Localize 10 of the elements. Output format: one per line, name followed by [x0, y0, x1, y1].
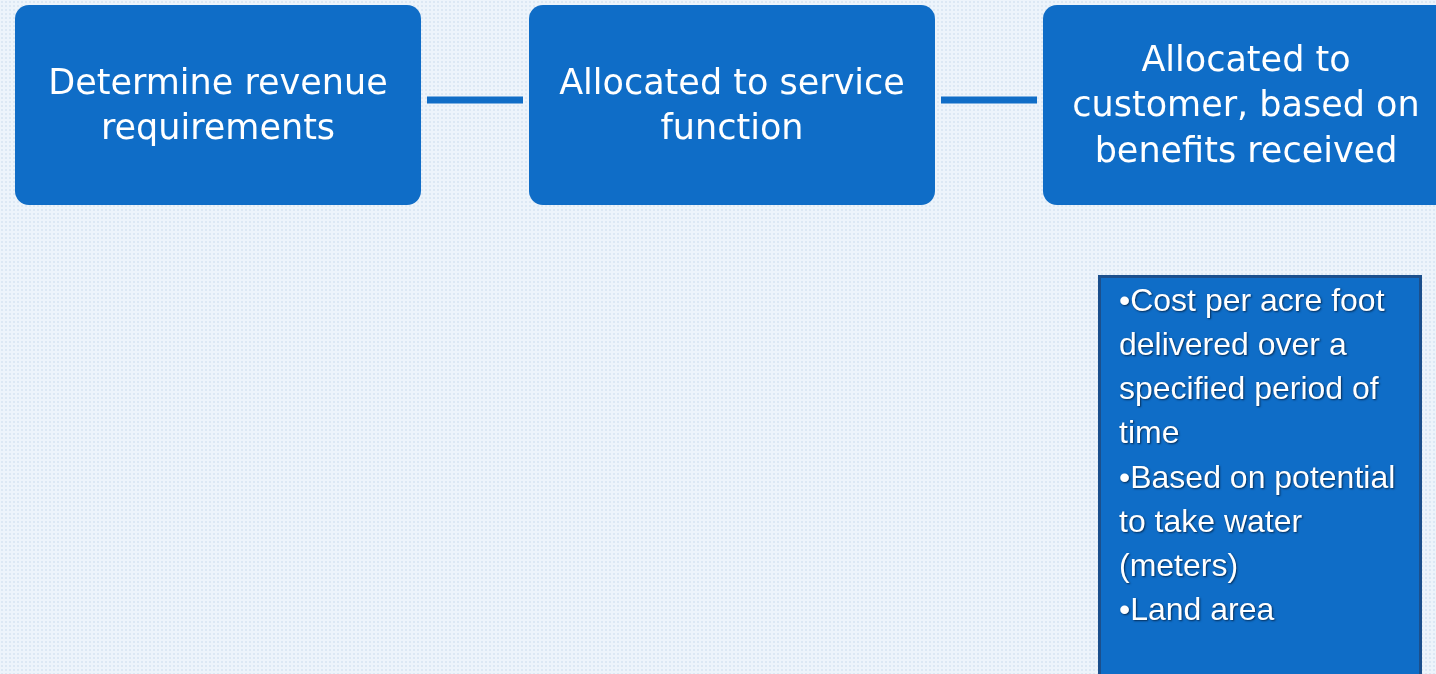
box-label: Determine revenue requirements: [47, 60, 389, 149]
box-label: Allocated to customer, based on benefits received: [1071, 37, 1421, 172]
bullet-text: •Land area: [1119, 590, 1276, 630]
process-box: [15, 5, 421, 205]
process-box: [529, 5, 935, 205]
process-box: [1043, 5, 1436, 205]
bullet-text: •Based on potential to take water (meters): [1119, 457, 1397, 585]
bullet-text: •Cost per acre foot delivered over a specified period of time: [1119, 281, 1386, 453]
box-label: Allocated to service function: [558, 60, 906, 149]
note-box: [1098, 275, 1422, 674]
